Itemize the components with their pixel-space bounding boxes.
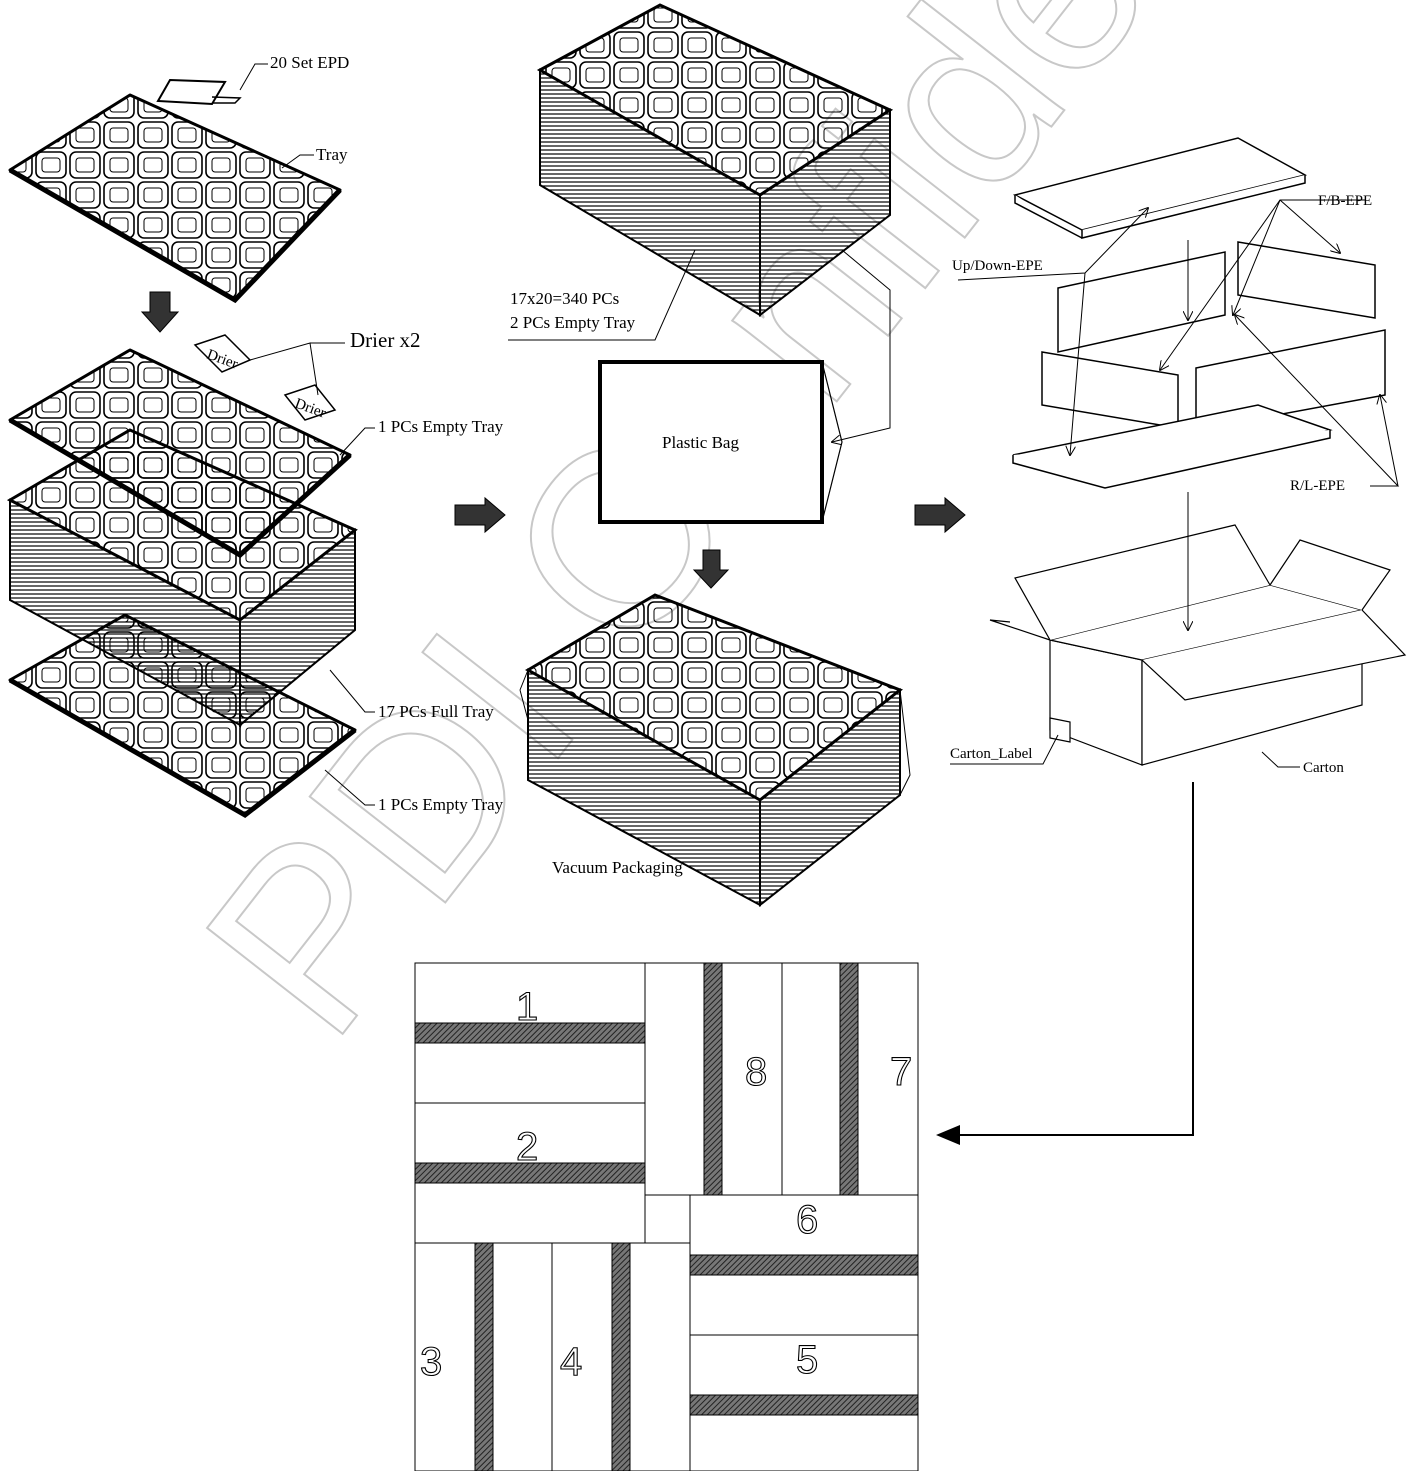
- pallet-box-5: 5: [796, 1338, 818, 1382]
- down-arrow-2: [692, 549, 730, 589]
- drier-label: Drier x2: [350, 328, 421, 352]
- plastic-bag-label: Plastic Bag: [662, 433, 739, 452]
- set-epd-label: 20 Set EPD: [270, 53, 349, 72]
- rl-epe-label: R/L-EPE: [1290, 478, 1345, 494]
- empty-tray-top-label: 1 PCs Empty Tray: [378, 417, 504, 436]
- tray-top: [8, 93, 342, 304]
- pallet-box-8: 8: [745, 1050, 767, 1094]
- carton-to-pallet-arrow: [936, 782, 1194, 1145]
- packed-tray-stack: [536, 3, 894, 318]
- pallet-box-1: 1: [516, 985, 538, 1029]
- full-tray-label: 17 PCs Full Tray: [378, 702, 494, 721]
- pallet-box-3: 3: [420, 1340, 442, 1384]
- drier-pack-1: Drier: [193, 334, 252, 373]
- updown-epe-label: Up/Down-EPE: [952, 258, 1043, 274]
- carton-label: Carton: [1303, 760, 1344, 776]
- right-arrow-2: [914, 496, 966, 534]
- vacuum-packaging-label: Vacuum Packaging: [552, 858, 683, 877]
- fb-epe-label: F/B-EPE: [1318, 193, 1372, 209]
- drier-pack-2: Drier: [283, 384, 337, 422]
- tray-label: Tray: [316, 145, 348, 164]
- vacuum-pack: [519, 593, 911, 908]
- pallet-box-2: 2: [516, 1125, 538, 1169]
- pallet-box-6: 6: [796, 1198, 818, 1242]
- count-line-2: 2 PCs Empty Tray: [510, 313, 636, 332]
- epe-set: [1012, 137, 1386, 489]
- pallet-box-4: 4: [560, 1340, 582, 1384]
- pallet-layout: [414, 962, 919, 1471]
- right-arrow-1: [454, 496, 506, 534]
- pallet-box-7: 7: [890, 1050, 912, 1094]
- epd-panel: [156, 63, 268, 106]
- carton-label-label: Carton_Label: [950, 746, 1032, 762]
- empty-tray-bottom-label: 1 PCs Empty Tray: [378, 795, 504, 814]
- empty-tray-bottom: [8, 613, 357, 819]
- count-line-1: 17x20=340 PCs: [510, 289, 619, 308]
- carton-box: [989, 524, 1407, 766]
- down-arrow-1: [140, 291, 180, 333]
- plastic-bag: [598, 249, 891, 524]
